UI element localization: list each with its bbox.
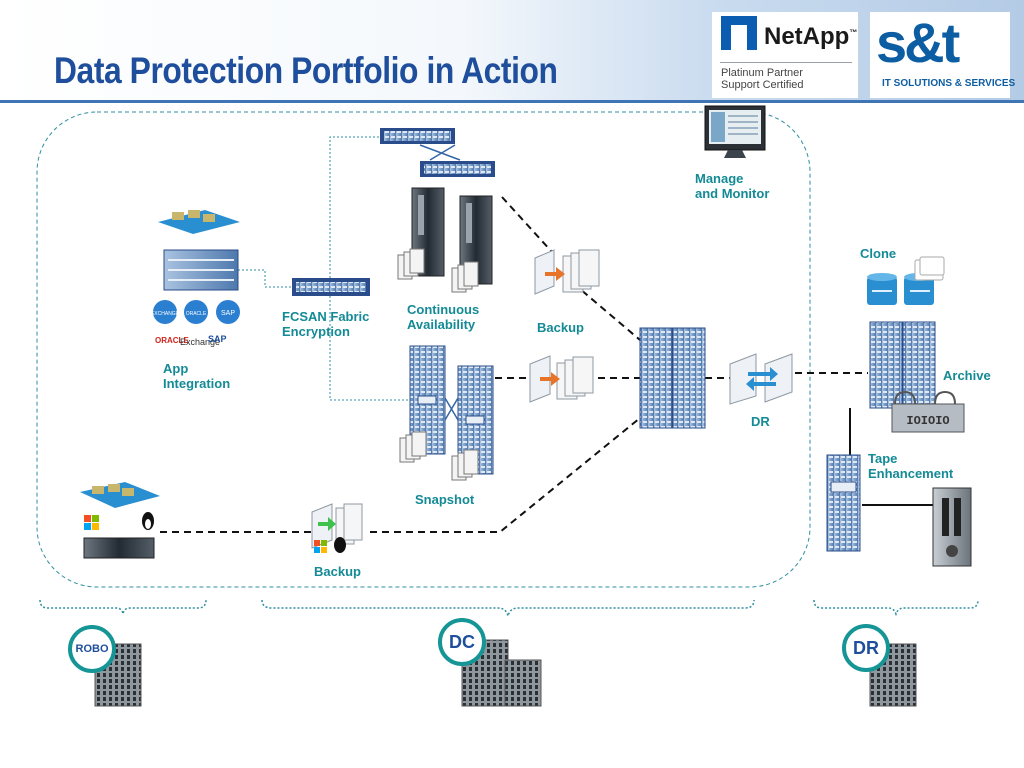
- ca-data-pages: [397, 248, 479, 293]
- backup-top-label: Backup: [537, 320, 584, 335]
- ca-array-second: [420, 161, 495, 177]
- slide-title: Data Protection Portfolio in Action: [54, 50, 558, 91]
- backup-middle-icon: [529, 355, 594, 403]
- clone-label: Clone: [860, 246, 897, 261]
- dr-sync-icon: [729, 353, 793, 405]
- fcsan-label: FCSAN Fabric Encryption: [282, 309, 370, 339]
- datacenter-boundary: [36, 111, 811, 588]
- netapp-mark-icon: [721, 16, 757, 50]
- robo-server: [80, 482, 160, 559]
- snapshot-cross-link: [444, 397, 459, 421]
- dr-replication-line: [705, 372, 868, 379]
- dr-site-badge: DR: [842, 624, 890, 672]
- dc-brace: [261, 599, 755, 617]
- snapshot-pages: [399, 431, 479, 481]
- archive-label: Archive: [943, 368, 991, 383]
- dc-primary-array: [639, 327, 706, 429]
- app-logo-sap-small: SAP: [208, 334, 227, 344]
- netapp-partner-text: Platinum Partner Support Certified: [721, 67, 804, 91]
- app-to-switch-link: [238, 269, 292, 288]
- switch-to-snapshot-link: [329, 296, 410, 401]
- app-logo-oracle: ORACLE: [186, 311, 207, 317]
- dc-site-badge: DC: [438, 618, 486, 666]
- robo-brace: [39, 599, 207, 615]
- clone-icon: [867, 256, 945, 305]
- fcsan-switch: [292, 278, 370, 296]
- ca-array-top: [380, 128, 455, 144]
- app-logo-exchange: EXCHANGE: [151, 311, 180, 317]
- manage-monitor-label: Manage and Monitor: [695, 171, 770, 201]
- ca-cross-link: [419, 144, 461, 161]
- app-logo-oracle-small: ORACLE: [155, 336, 189, 345]
- app-integration-label: App Integration: [163, 361, 231, 391]
- monitor-icon: [704, 105, 766, 158]
- netapp-logo-divider: [720, 62, 852, 63]
- tape-enhancement-label: Tape Enhancement: [868, 451, 954, 481]
- partner-line-2: Support Certified: [721, 79, 804, 91]
- app-logo-exchange-small: Exchange: [180, 337, 220, 347]
- netapp-wordmark: NetApp™: [764, 23, 857, 51]
- dr-link-label: DR: [751, 414, 770, 429]
- backup-bottom-label: Backup: [314, 564, 361, 579]
- netapp-tm: ™: [849, 28, 858, 37]
- app-logo-sap: SAP: [221, 310, 235, 317]
- tape-library-icon: [932, 487, 972, 567]
- header-divider: [0, 100, 1024, 103]
- robo-backup-line: [160, 417, 641, 533]
- dr-archive-array: [869, 321, 936, 409]
- app-integration-servers: [158, 210, 240, 291]
- partner-line-1: Platinum Partner: [721, 67, 803, 79]
- ca-to-backup-line: [501, 196, 641, 341]
- snapshot-label: Snapshot: [415, 492, 475, 507]
- st-wordmark: s&t: [876, 11, 960, 74]
- netapp-name: NetApp: [764, 23, 850, 50]
- backup-top-icon: [534, 249, 600, 295]
- continuous-availability-label: Continuous Availability: [407, 302, 480, 332]
- robo-backup-icon: [311, 503, 363, 553]
- dr-brace: [813, 599, 979, 617]
- archive-lock-code: IOIOIO: [906, 414, 949, 428]
- st-logo: [870, 12, 1010, 98]
- dr-tape-rack: [826, 454, 861, 552]
- st-tagline: IT SOLUTIONS & SERVICES: [882, 78, 1016, 89]
- app-logos-icon: EXCHANGE ORACLE SAP ORACLE Exchange SAP: [151, 300, 240, 347]
- switch-to-ca-link: [329, 136, 380, 278]
- robo-site-badge: ROBO: [68, 625, 116, 673]
- archive-locks-icon: IOIOIO: [891, 390, 965, 433]
